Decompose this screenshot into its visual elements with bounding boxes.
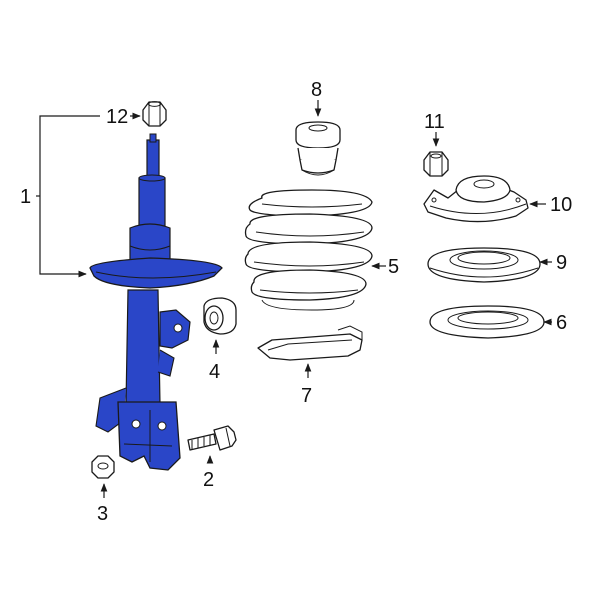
callout-1: 1 — [20, 186, 31, 208]
part-6-spring-seat — [429, 305, 545, 339]
leader-line-1 — [39, 115, 100, 278]
part-8-bump-stop — [295, 121, 341, 176]
callout-12: 12 — [106, 106, 128, 128]
part-11-nut — [423, 151, 449, 177]
callout-4: 4 — [209, 361, 220, 383]
part-10-strut-mount — [423, 175, 529, 223]
callout-3: 3 — [97, 503, 108, 525]
strut-assembly — [89, 133, 223, 471]
callout-10: 10 — [550, 194, 572, 216]
part-7-insulator — [257, 325, 363, 361]
part-12-nut — [142, 101, 167, 127]
callout-11: 11 — [424, 111, 445, 133]
callout-5: 5 — [388, 256, 399, 278]
part-3-nut — [91, 455, 115, 479]
part-9-bearing — [427, 247, 541, 283]
callout-7: 7 — [301, 385, 312, 407]
callout-2: 2 — [203, 469, 214, 491]
part-2-bolt — [187, 425, 237, 451]
callout-8: 8 — [311, 79, 322, 101]
part-4-bushing — [203, 297, 237, 335]
callout-9: 9 — [556, 252, 567, 274]
part-5-coil-spring — [244, 189, 373, 311]
callout-6: 6 — [556, 312, 567, 334]
